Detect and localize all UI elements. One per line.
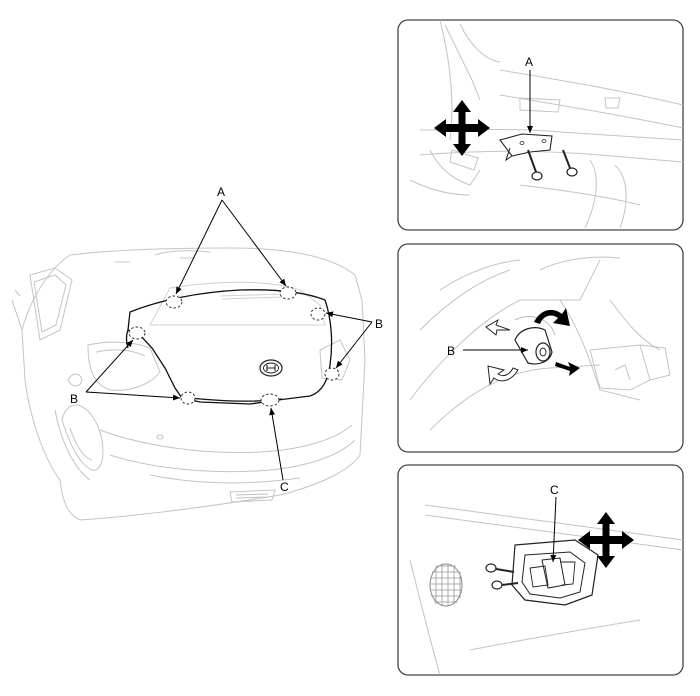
detail-panel-c: C (397, 464, 684, 676)
car-rear-illustration: A B B C (11, 185, 383, 521)
screw-icon (527, 149, 543, 181)
detail-panel-a: A (397, 19, 684, 231)
rotate-arrow-icon (487, 365, 519, 386)
clip-location-a2 (279, 286, 297, 300)
grille-mesh (429, 563, 463, 607)
arrow-icon (555, 362, 580, 376)
clip-location-c (260, 393, 280, 407)
screw-icon (562, 149, 578, 177)
clip-location-b1 (310, 307, 326, 321)
label-a: A (217, 185, 225, 199)
screw-icon (485, 563, 515, 573)
detail-c-label: C (550, 483, 559, 497)
clip-location-b3 (180, 391, 196, 405)
clip-location-b4 (324, 367, 340, 381)
screw-icon (491, 580, 519, 590)
label-b-right: B (375, 317, 383, 331)
rotate-arrow-icon (534, 308, 570, 326)
detail-a-label: A (525, 55, 533, 69)
detail-panel-b: B (397, 243, 684, 453)
four-way-arrow-icon (434, 100, 490, 156)
arrow-icon (485, 318, 511, 336)
four-way-arrow-icon (578, 512, 634, 568)
clip-location-b2 (128, 326, 146, 340)
label-b-left: B (70, 392, 78, 406)
clip-location-a1 (165, 295, 183, 309)
detail-b-label: B (447, 344, 455, 358)
label-c: C (280, 480, 289, 494)
